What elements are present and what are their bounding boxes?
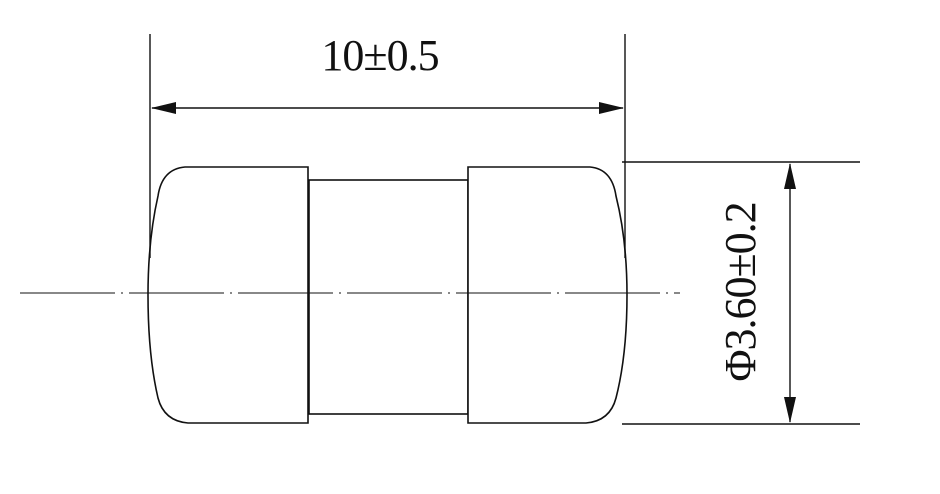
length-arrow-left [151, 102, 176, 114]
diameter-arrow-bottom [784, 397, 796, 423]
diameter-label: Φ3.60±0.2 [716, 202, 765, 381]
diameter-arrow-top [784, 163, 796, 189]
length-label: 10±0.5 [321, 31, 438, 80]
length-arrow-right [599, 102, 624, 114]
left-end-cap [147, 166, 309, 424]
right-end-cap [467, 166, 628, 424]
middle-body [308, 179, 469, 415]
